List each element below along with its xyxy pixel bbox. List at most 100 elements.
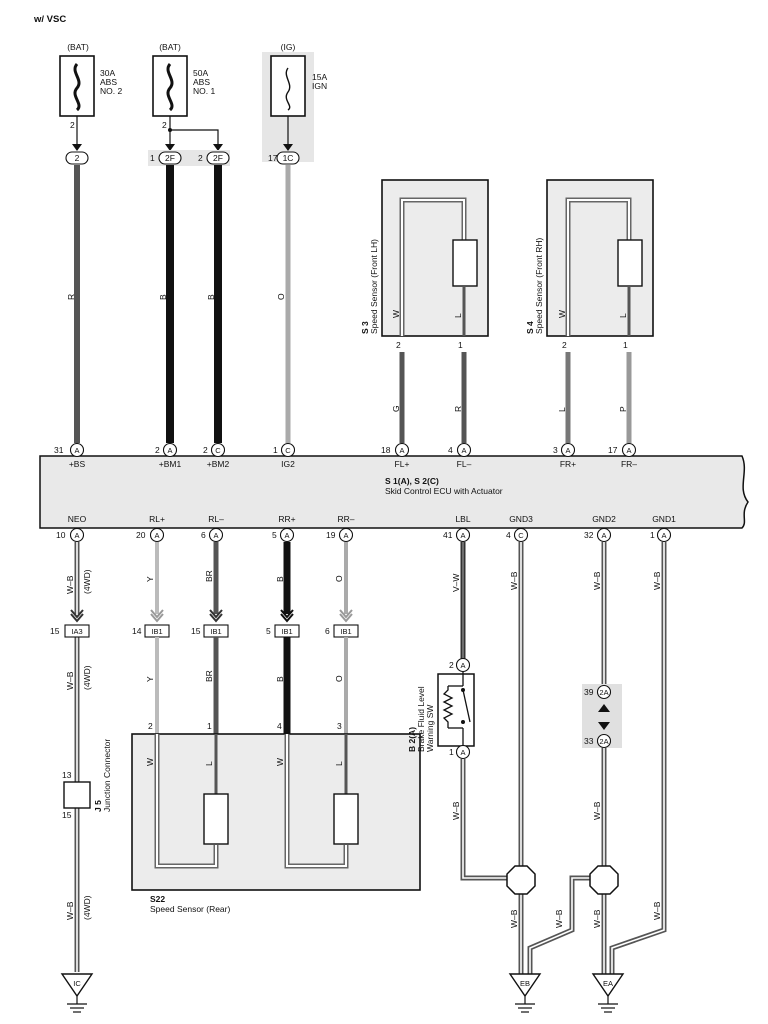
wire-color-label: O xyxy=(276,293,286,300)
ecu-top-pin-fr-plus: 3 A FR+ xyxy=(553,442,576,469)
svg-text:4: 4 xyxy=(448,445,453,455)
svg-text:FR+: FR+ xyxy=(560,459,576,469)
svg-text:2: 2 xyxy=(449,660,454,670)
ecu-bottom-pin-rr-plus: RR+ 5 A xyxy=(272,514,296,543)
wire-color-label: W–B xyxy=(592,801,602,820)
svg-text:A: A xyxy=(167,446,172,455)
connector-ia3: 15 IA3 xyxy=(50,624,90,638)
connector-name: Junction Connector xyxy=(102,739,112,812)
ground-ic: IC xyxy=(60,973,94,1013)
fuse-pin: 2 xyxy=(162,120,167,130)
svg-text:41: 41 xyxy=(443,530,453,540)
svg-text:NEO: NEO xyxy=(68,514,87,524)
wire-color-label: B xyxy=(275,676,285,682)
page-title: w/ VSC xyxy=(33,14,66,25)
connector-ib1-a: 14 IB1 xyxy=(132,624,170,638)
svg-text:32: 32 xyxy=(584,530,594,540)
fuse-rating: 15A xyxy=(312,72,327,82)
svg-text:2: 2 xyxy=(155,445,160,455)
arrow-down-icon xyxy=(598,722,610,730)
svg-text:A: A xyxy=(154,531,159,540)
ecu-bottom-pin-neo: NEO 10 A xyxy=(56,514,87,543)
svg-text:FR–: FR– xyxy=(621,459,637,469)
switch-contact-icon xyxy=(462,689,471,723)
svg-text:10: 10 xyxy=(56,530,66,540)
ecu-bottom-pin-rr-minus: RR– 19 A xyxy=(326,514,355,543)
svg-text:2: 2 xyxy=(198,153,203,163)
fuse-abs-no2: (BAT) 30A ABS NO. 2 2 xyxy=(59,42,122,130)
svg-text:+BS: +BS xyxy=(69,459,86,469)
svg-text:17: 17 xyxy=(608,445,618,455)
wire-color-label: W–B xyxy=(554,909,564,928)
svg-text:31: 31 xyxy=(54,445,64,455)
junction-connector-j5: 13 15 J 5 Junction Connector xyxy=(62,739,112,820)
svg-text:C: C xyxy=(215,446,221,455)
ecu-name: Skid Control ECU with Actuator xyxy=(385,486,503,496)
wire-color-label: W–B xyxy=(451,801,461,820)
ecu-top-pin-bm1: 2 A +BM1 xyxy=(155,442,181,469)
wire-color-label: V–W xyxy=(451,574,461,592)
svg-text:C: C xyxy=(518,531,524,540)
wire-color-label: W–B xyxy=(509,571,519,590)
svg-text:RL+: RL+ xyxy=(149,514,165,524)
wire-color-label: W–B xyxy=(652,901,662,920)
svg-text:RR–: RR– xyxy=(337,514,354,524)
wire-color-label: G xyxy=(391,405,401,412)
sensor-code: S 3 xyxy=(360,321,370,334)
wire-color-label: Y xyxy=(145,676,155,682)
sensor-code: S22 xyxy=(150,894,165,904)
wire-color-label: B xyxy=(206,294,216,300)
svg-text:2: 2 xyxy=(75,153,80,163)
speed-sensor-front-lh: W L S 3 Speed Sensor (Front LH) 2 1 xyxy=(360,179,489,350)
svg-text:FL+: FL+ xyxy=(395,459,410,469)
splice-point xyxy=(589,865,619,895)
svg-text:15: 15 xyxy=(191,626,201,636)
svg-text:A: A xyxy=(213,531,218,540)
svg-text:IA3: IA3 xyxy=(71,627,82,636)
svg-text:W: W xyxy=(275,758,285,766)
svg-text:1: 1 xyxy=(273,445,278,455)
svg-text:1: 1 xyxy=(623,340,628,350)
arrow-up-icon xyxy=(598,704,610,712)
brake-fluid-level-warning-switch: 2 A 1 A B 2(A) Brake Fluid Level Warning… xyxy=(407,657,475,760)
svg-text:L: L xyxy=(453,313,463,318)
svg-text:1: 1 xyxy=(207,721,212,731)
fuse-source-label: (IG) xyxy=(281,42,296,52)
wire-color-label: L xyxy=(557,407,567,412)
svg-text:A: A xyxy=(74,531,79,540)
wire-color-label: W–B xyxy=(65,575,75,594)
ecu-bottom-pin-rl-minus: RL– 6 A xyxy=(201,514,224,543)
wire-note-label: (4WD) xyxy=(82,569,92,594)
svg-text:C: C xyxy=(285,446,291,455)
fuse-abs-no1: (BAT) 50A ABS NO. 1 2 xyxy=(152,42,215,130)
svg-text:A: A xyxy=(460,748,465,757)
svg-text:IB1: IB1 xyxy=(340,627,351,636)
svg-text:3: 3 xyxy=(337,721,342,731)
connector-ib1-d: 6 IB1 xyxy=(325,624,359,638)
svg-text:A: A xyxy=(74,446,79,455)
ecu-code: S 1(A), S 2(C) xyxy=(385,476,439,486)
wire-color-label: R xyxy=(453,406,463,412)
svg-text:33: 33 xyxy=(584,736,594,746)
ground-ea: EA xyxy=(591,973,625,1013)
svg-text:2: 2 xyxy=(148,721,153,731)
svg-text:4: 4 xyxy=(277,721,282,731)
svg-text:1: 1 xyxy=(650,530,655,540)
fuse-name-line1: ABS xyxy=(193,77,210,87)
connector-top-2f-a: 1 2F xyxy=(150,151,182,165)
svg-text:2: 2 xyxy=(562,340,567,350)
wire-color-label: Y xyxy=(145,576,155,582)
svg-text:EA: EA xyxy=(603,979,613,988)
svg-text:15: 15 xyxy=(50,626,60,636)
svg-text:IB1: IB1 xyxy=(210,627,221,636)
svg-text:RL–: RL– xyxy=(208,514,224,524)
connector-top-1c: 17 1C xyxy=(268,151,300,165)
fuse-ign: (IG) 15A IGN xyxy=(262,42,327,162)
svg-text:RR+: RR+ xyxy=(278,514,295,524)
svg-text:GND2: GND2 xyxy=(592,514,616,524)
svg-text:+BM2: +BM2 xyxy=(207,459,230,469)
svg-text:2: 2 xyxy=(396,340,401,350)
svg-text:1C: 1C xyxy=(283,153,294,163)
svg-text:A: A xyxy=(565,446,570,455)
switch-code: B 2(A) xyxy=(407,727,417,752)
